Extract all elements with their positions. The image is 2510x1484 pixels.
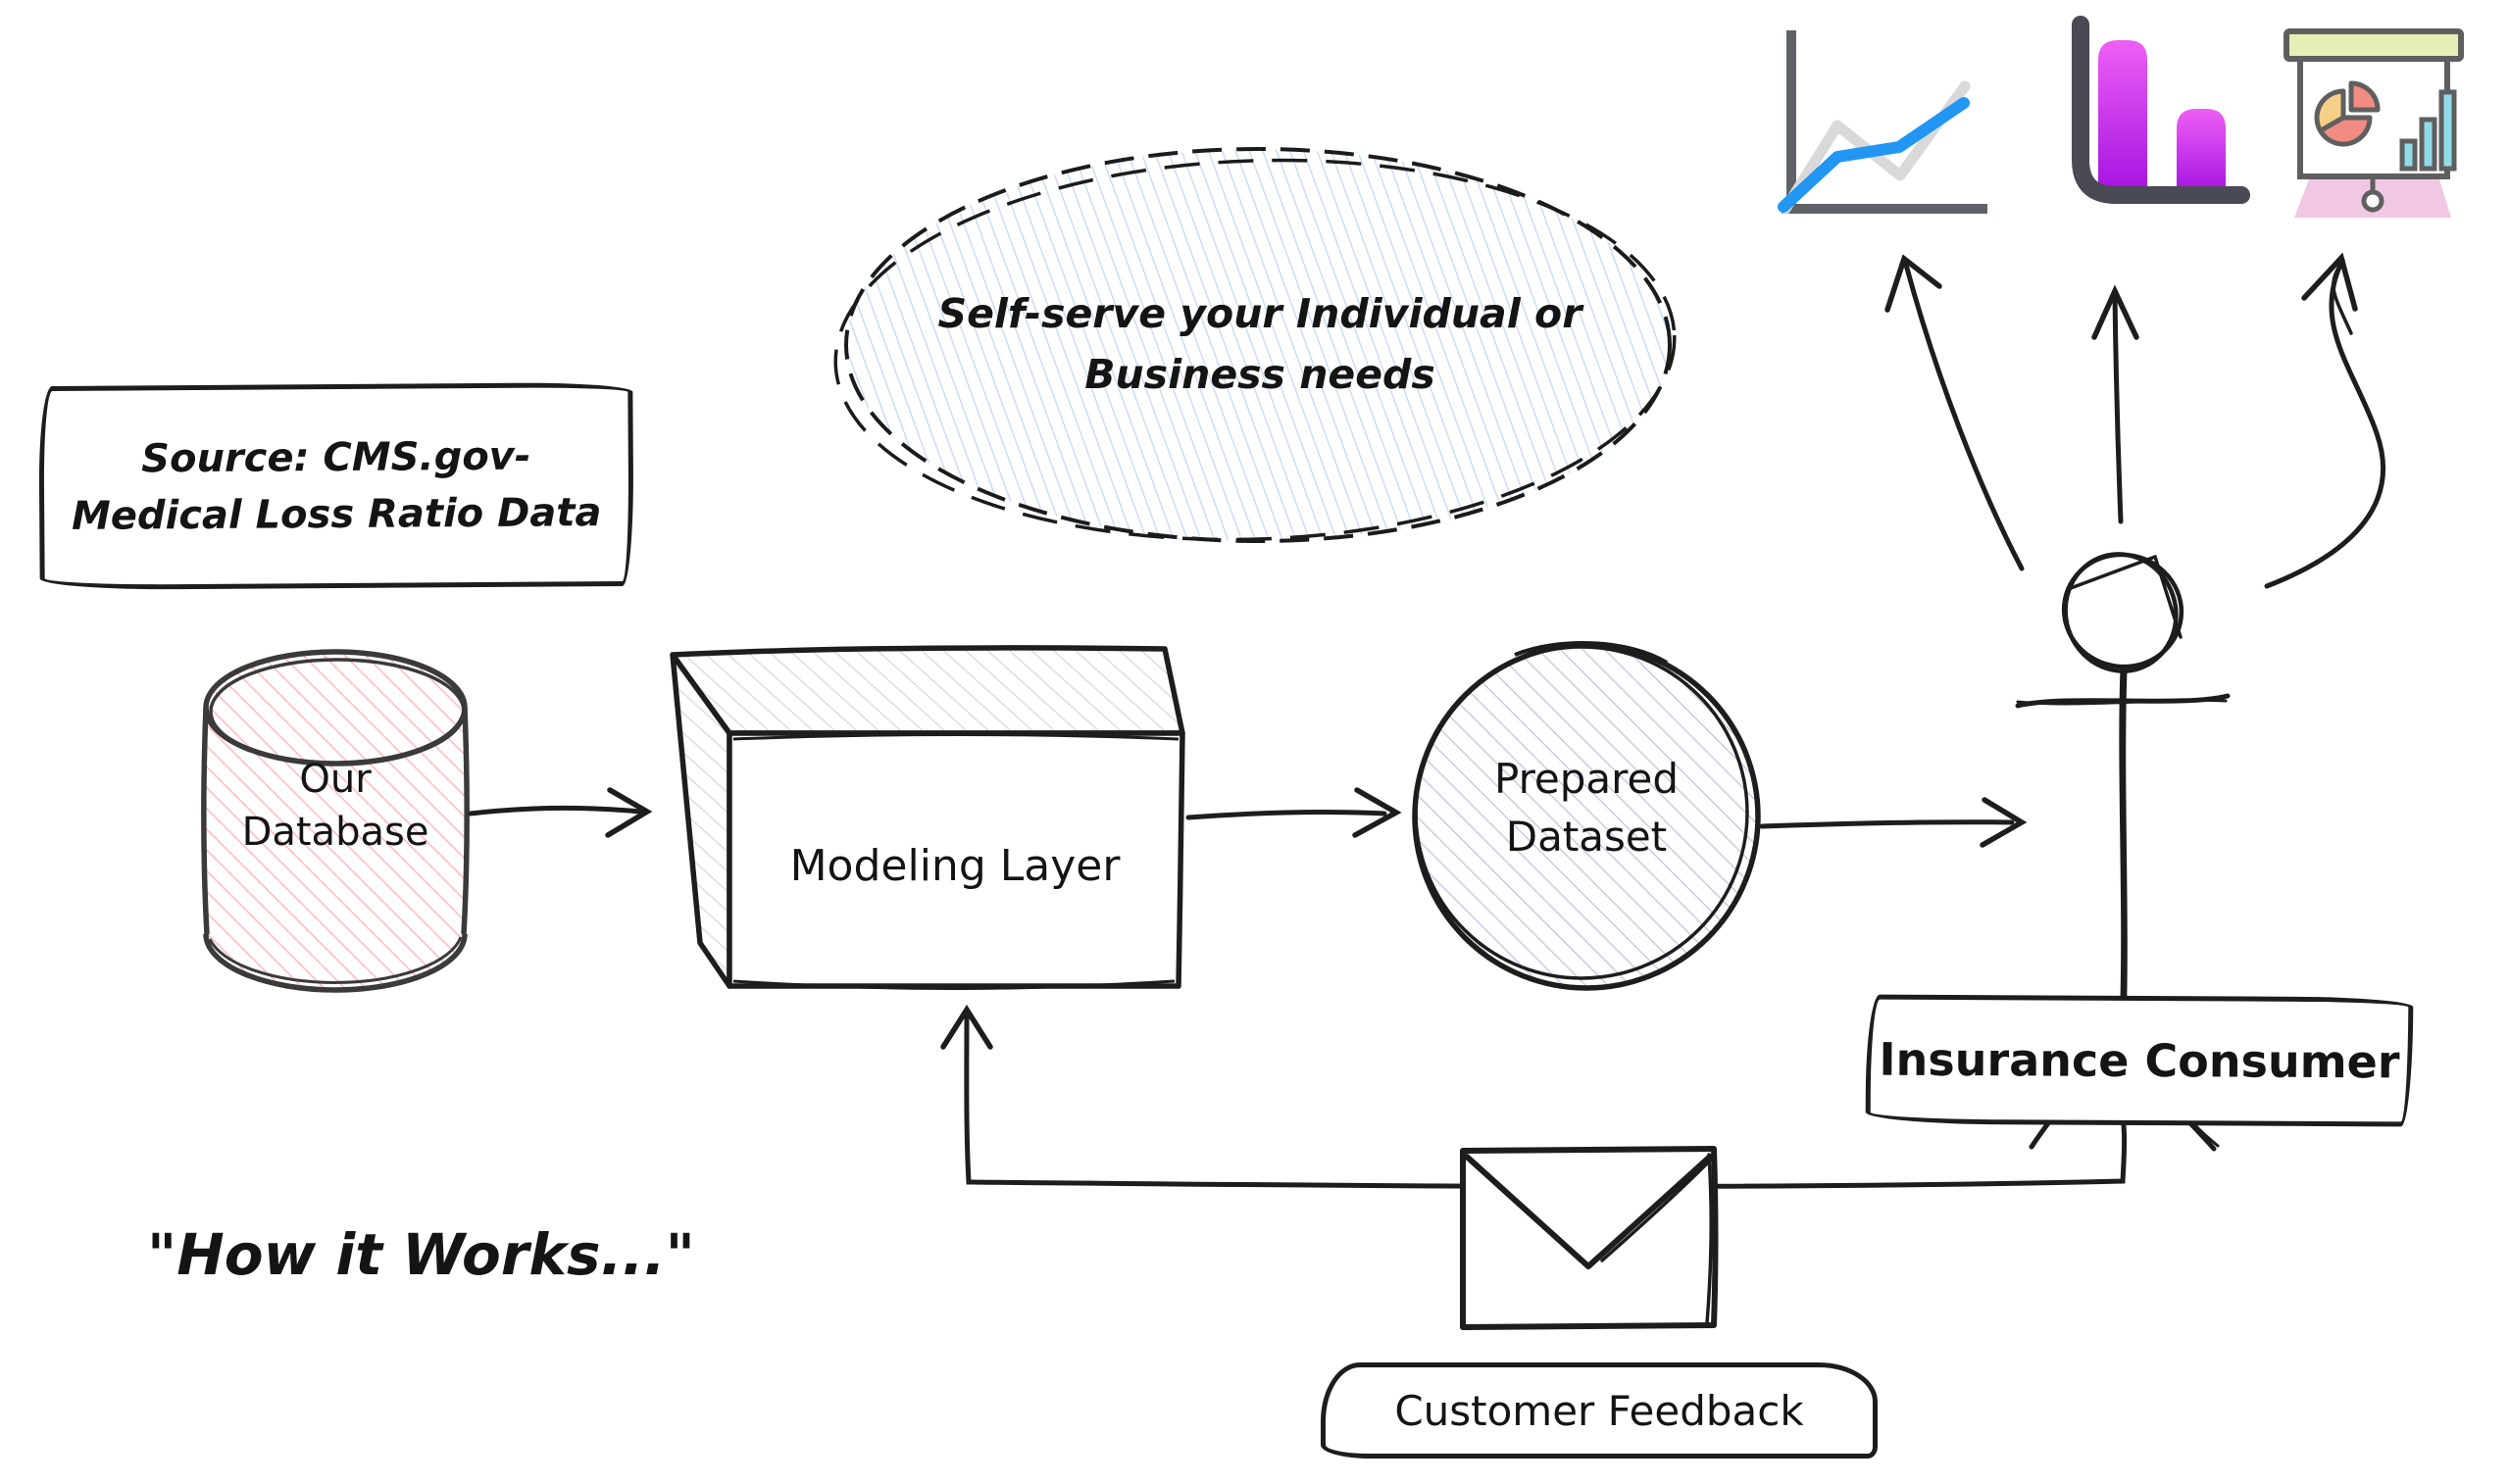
edge-consumer-to-bar-chart [2091, 284, 2139, 524]
customer-feedback-box: Customer Feedback [1321, 1362, 1878, 1459]
edge-consumer-to-line-chart [1884, 254, 2025, 571]
source-note-label: Source: CMS.gov- Medical Loss Ratio Data [71, 433, 602, 539]
edge-consumer-to-presentation [2264, 252, 2386, 589]
self-serve-bubble-label: Self-serve your Individual or Business n… [937, 290, 1582, 398]
database-cylinder [201, 649, 470, 993]
self-serve-bubble-shape [833, 147, 1677, 543]
edge-modeling-to-dataset [1185, 787, 1402, 838]
insurance-consumer-box: Insurance Consumer [1865, 994, 2414, 1127]
prepared-dataset-label: Prepared Dataset [1493, 755, 1679, 861]
edge-db-to-modeling [468, 787, 653, 838]
source-note-box: Source: CMS.gov- Medical Loss Ratio Data [38, 381, 634, 591]
modeling-layer-label: Modeling Layer [789, 841, 1121, 891]
modeling-layer-box [670, 645, 1185, 991]
bar-chart-icon [2072, 16, 2250, 204]
database-label: Our Database [241, 757, 429, 855]
line-chart-icon [1778, 30, 1987, 215]
edge-dataset-to-consumer [1759, 797, 2028, 848]
prepared-dataset-circle [1412, 641, 1761, 991]
insurance-consumer-label: Insurance Consumer [1879, 1032, 2400, 1089]
caption-text: "How it Works..." [147, 1221, 695, 1288]
presentation-chart-icon [2284, 28, 2464, 218]
envelope-icon [1460, 1146, 1719, 1330]
customer-feedback-label: Customer Feedback [1394, 1386, 1804, 1435]
